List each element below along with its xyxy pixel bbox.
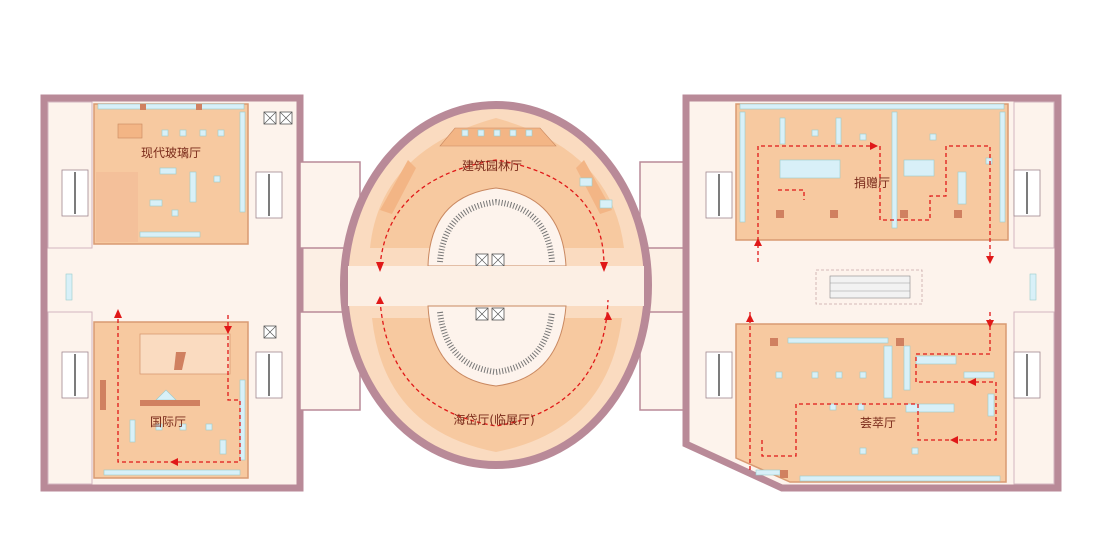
stair-right-inner-bottom [705,351,733,399]
hall-modern-glass: 现代玻璃厅 [93,103,249,245]
stair-right-bottom [1013,351,1041,399]
atrium-upper [427,187,567,267]
route-international [117,312,241,463]
escalator [815,269,923,305]
elevator-icon [263,325,277,339]
hall-donation-floor [735,103,1009,241]
hall-donation: 捐赠厅 [735,103,1009,264]
route-cuicui [761,312,997,457]
stair-left-inner-bottom [255,351,283,399]
hall-international: 国际厅 [93,309,249,479]
route-donation [757,145,991,262]
hall-label-modern-glass: 现代玻璃厅 [141,146,201,160]
hall-architecture-garden-floor [370,118,624,248]
hall-cuicui: 荟萃厅 [735,312,1007,483]
connector-left-bottom [299,311,361,411]
hall-label-international: 国际厅 [150,415,186,429]
stair-left-top [61,169,89,217]
stair-left-inner-top [255,171,283,219]
atrium-lower [427,305,567,387]
hall-label-donation: 捐赠厅 [854,176,890,190]
spiral-stair-lower [437,311,555,376]
connector-right-top [639,161,687,249]
stair-right-top [1013,169,1041,217]
stair-right-inner-top [705,171,733,219]
corridor-case [65,273,73,301]
route-architecture-garden [379,159,605,267]
elevator-icon [263,111,293,125]
hall-cuicui-floor [735,323,1007,483]
stair-left-bottom [61,351,89,399]
corridor-case [1029,273,1037,301]
rotunda-corridor [348,266,644,306]
spiral-stair-upper [437,198,555,263]
rotunda: 建筑园林厅 海岱厅(临展厅) [340,101,652,469]
hall-label-cuicui: 荟萃厅 [860,416,896,430]
hall-label-haidai: 海岱厅(临展厅) [453,412,534,427]
elevator-icon [475,307,505,321]
hall-label-architecture-garden: 建筑园林厅 [462,158,522,173]
